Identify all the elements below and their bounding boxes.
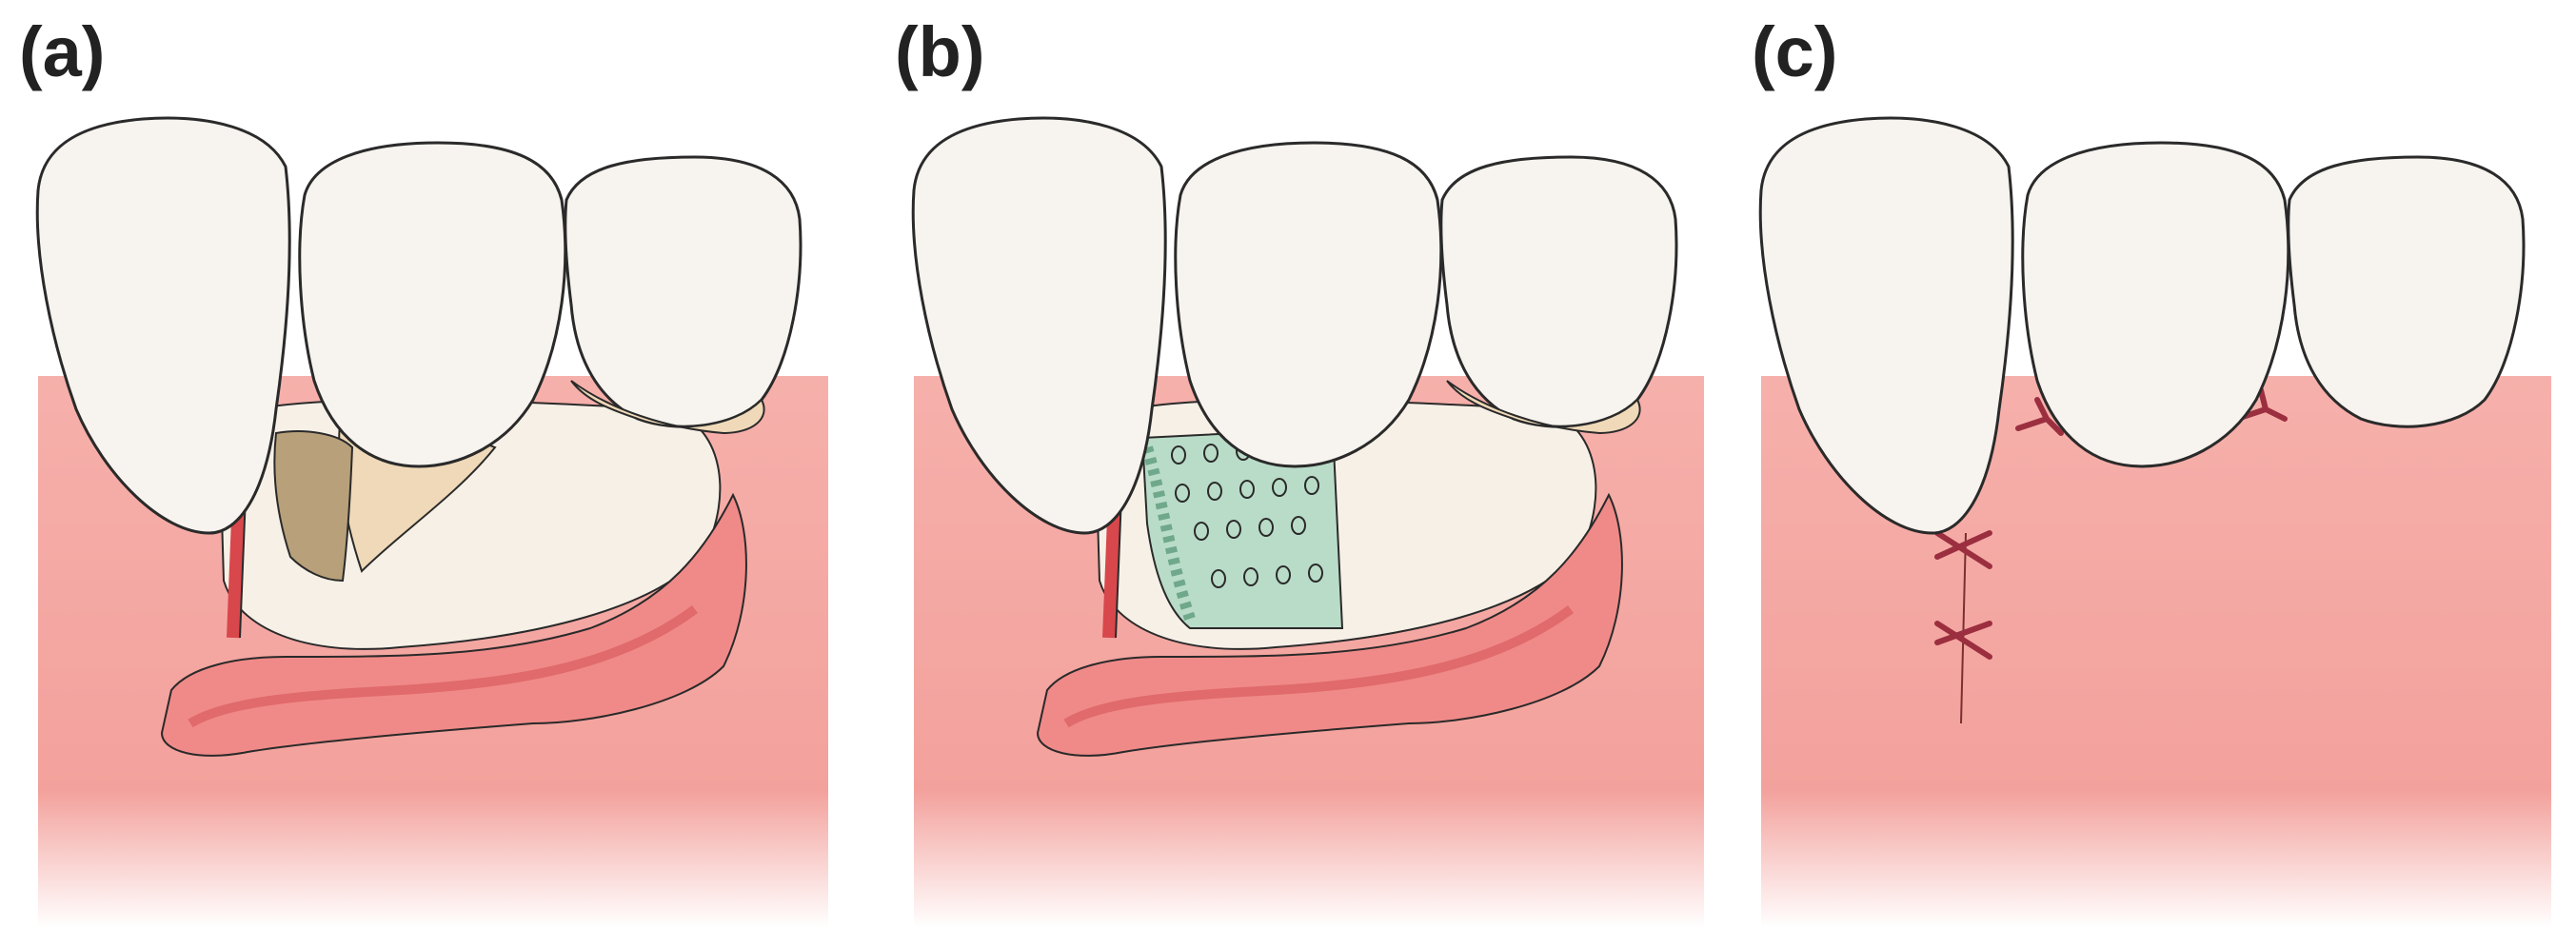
reflected-flap — [160, 492, 747, 757]
sutures — [1934, 387, 2288, 660]
membrane-rolled-edge — [1141, 445, 1196, 621]
panel-c: (c) — [1733, 0, 2576, 949]
panel-b-illustration — [911, 116, 1704, 928]
flap-inner — [1063, 604, 1574, 728]
panel-b: (b) — [876, 0, 1733, 949]
tooth-left — [35, 116, 291, 535]
tooth-center — [298, 141, 567, 468]
suture-vertical-2 — [1934, 621, 1992, 660]
flap-inner — [188, 604, 698, 728]
tooth-center — [2021, 141, 2290, 468]
suture-papilla-1 — [2015, 397, 2064, 436]
tooth-center — [1174, 141, 1443, 468]
healed-incision — [1960, 532, 1967, 724]
barrier-membrane — [1140, 426, 1344, 629]
tooth-right — [564, 155, 803, 428]
panel-label-c: (c) — [1752, 12, 1838, 91]
panel-label-b: (b) — [895, 12, 985, 91]
tooth-right — [2287, 155, 2526, 428]
panel-a-illustration — [35, 116, 828, 928]
tooth-right-root — [570, 380, 765, 435]
bone-graft — [273, 430, 354, 583]
tooth-left — [1758, 116, 2014, 535]
panel-label-a: (a) — [19, 12, 106, 91]
tooth-left — [911, 116, 1167, 535]
tooth-right — [1439, 155, 1678, 428]
suture-vertical-1 — [1934, 530, 1992, 569]
tooth-right-root — [1446, 380, 1641, 435]
panel-c-illustration — [1758, 116, 2551, 928]
panel-a: (a) — [0, 0, 857, 949]
reflected-flap — [1036, 492, 1623, 757]
